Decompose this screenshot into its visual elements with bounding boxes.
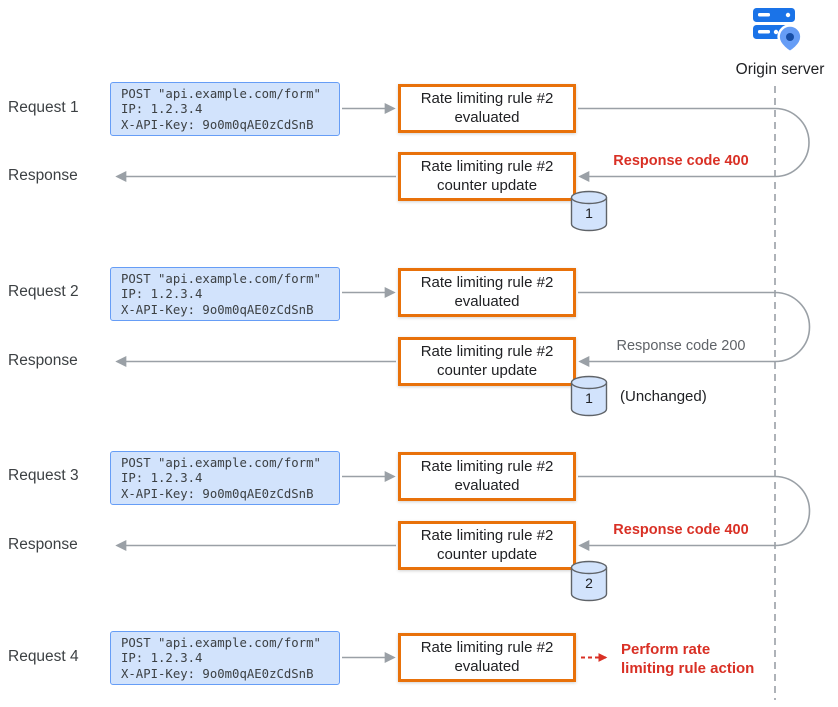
payload-line-ip: IP: 1.2.3.4 xyxy=(121,651,203,666)
request-1-label: Request 1 xyxy=(8,99,79,116)
counter-value-2: 1 xyxy=(585,390,593,406)
counter-cylinder-1: 1 xyxy=(570,190,608,232)
payload-line-ip: IP: 1.2.3.4 xyxy=(121,102,203,117)
counter-update-line2: counter update xyxy=(436,361,538,379)
rule-evaluated-line2: evaluated xyxy=(454,292,520,310)
counter-update-box-3: Rate limiting rule #2 counter update xyxy=(398,521,576,570)
response-3-label: Response xyxy=(8,536,78,553)
rule-evaluated-box-3: Rate limiting rule #2 evaluated xyxy=(398,452,576,501)
payload-line-apikey: X-API-Key: 9o0m0qAE0zCdSnB xyxy=(121,302,314,317)
payload-line-apikey: X-API-Key: 9o0m0qAE0zCdSnB xyxy=(121,486,314,501)
rule-evaluated-line1: Rate limiting rule #2 xyxy=(420,90,554,107)
counter-update-line1: Rate limiting rule #2 xyxy=(420,527,554,544)
rule-evaluated-box-4: Rate limiting rule #2 evaluated xyxy=(398,633,576,682)
counter-update-box-1: Rate limiting rule #2 counter update xyxy=(398,152,576,201)
response-2-label: Response xyxy=(8,352,78,369)
response-1-label: Response xyxy=(8,167,78,184)
counter-cylinder-2: 1 xyxy=(570,375,608,417)
request2-loop-arc xyxy=(774,291,811,363)
response-code-1: Response code 400 xyxy=(613,153,749,169)
payload-line-method: POST "api.example.com/form" xyxy=(121,272,321,286)
payload-line-method: POST "api.example.com/form" xyxy=(121,636,321,650)
payload-line-method: POST "api.example.com/form" xyxy=(121,456,321,470)
payload-line-ip: IP: 1.2.3.4 xyxy=(121,471,203,486)
counter-update-line2: counter update xyxy=(436,176,538,194)
rule-evaluated-line2: evaluated xyxy=(454,476,520,494)
rule-evaluated-line1: Rate limiting rule #2 xyxy=(420,458,554,475)
request-4-payload-box: POST "api.example.com/form" IP: 1.2.3.4 … xyxy=(110,631,340,685)
request-2-label: Request 2 xyxy=(8,283,79,300)
database-cylinder-icon xyxy=(570,375,608,417)
rule-evaluated-line2: evaluated xyxy=(454,657,520,675)
request1-loop-arc xyxy=(774,107,810,178)
counter-value-3: 2 xyxy=(585,575,593,591)
request-1-payload-box: POST "api.example.com/form" IP: 1.2.3.4 … xyxy=(110,82,340,136)
request-3-label: Request 3 xyxy=(8,467,79,484)
origin-server-label: Origin server xyxy=(735,61,825,78)
rule-evaluated-box-1: Rate limiting rule #2 evaluated xyxy=(398,84,576,133)
rate-limit-action-line2: limiting rule action xyxy=(621,660,755,677)
request-2-payload-box: POST "api.example.com/form" IP: 1.2.3.4 … xyxy=(110,267,340,321)
rate-limit-action-line1: Perform rate xyxy=(621,641,711,658)
request-3-payload-box: POST "api.example.com/form" IP: 1.2.3.4 … xyxy=(110,451,340,505)
counter-unchanged-note: (Unchanged) xyxy=(620,388,707,405)
request-4-label: Request 4 xyxy=(8,648,79,665)
counter-update-box-2: Rate limiting rule #2 counter update xyxy=(398,337,576,386)
response-code-3: Response code 400 xyxy=(613,522,749,538)
counter-cylinder-3: 2 xyxy=(570,560,608,602)
counter-update-line1: Rate limiting rule #2 xyxy=(420,158,554,175)
payload-line-ip: IP: 1.2.3.4 xyxy=(121,287,203,302)
payload-line-method: POST "api.example.com/form" xyxy=(121,87,321,101)
rule-evaluated-line1: Rate limiting rule #2 xyxy=(420,639,554,656)
counter-value-1: 1 xyxy=(585,205,593,221)
counter-update-line2: counter update xyxy=(436,545,538,563)
rate-limit-action-text: Perform rate limiting rule action xyxy=(621,640,754,678)
counter-update-line1: Rate limiting rule #2 xyxy=(420,343,554,360)
payload-line-apikey: X-API-Key: 9o0m0qAE0zCdSnB xyxy=(121,117,314,132)
rule-evaluated-line2: evaluated xyxy=(454,108,520,126)
rule-evaluated-box-2: Rate limiting rule #2 evaluated xyxy=(398,268,576,317)
request3-loop-arc xyxy=(774,475,811,547)
response-code-2: Response code 200 xyxy=(616,338,746,354)
database-cylinder-icon xyxy=(570,190,608,232)
origin-server-icon xyxy=(753,8,803,54)
database-cylinder-icon xyxy=(570,560,608,602)
rule-evaluated-line1: Rate limiting rule #2 xyxy=(420,274,554,291)
payload-line-apikey: X-API-Key: 9o0m0qAE0zCdSnB xyxy=(121,666,314,681)
